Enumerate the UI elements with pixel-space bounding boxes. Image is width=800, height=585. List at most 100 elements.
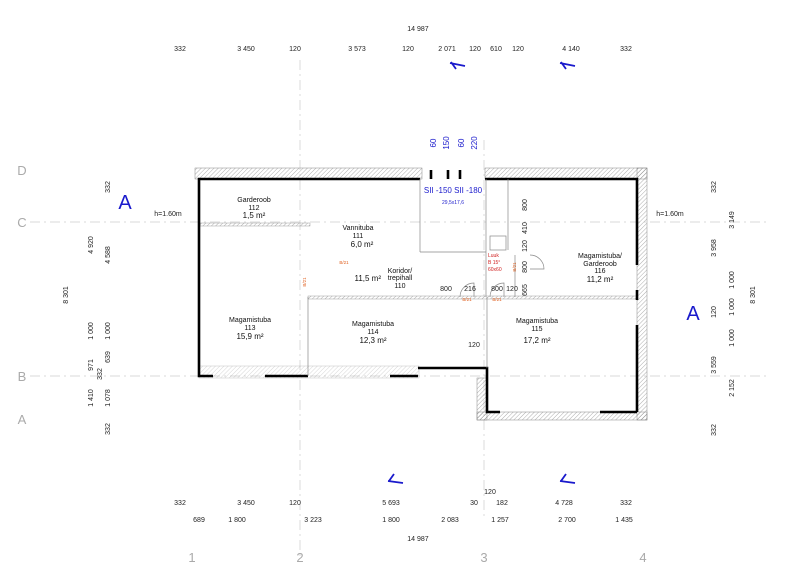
- room-name: Magamistuba/: [578, 253, 622, 260]
- room-name: Magamistuba: [516, 318, 558, 325]
- window-dimensions: 60 150 60 220 SII -150 SII -180 29,5x17,…: [424, 136, 483, 206]
- dim: 3 559: [711, 356, 718, 374]
- grid-row-labels: D C B A 1 2 3 4: [17, 163, 646, 565]
- dim: 800: [440, 286, 452, 293]
- room-number: 116: [594, 268, 605, 275]
- height-label: h=1.60m: [656, 211, 684, 218]
- door-swing: [529, 254, 545, 270]
- dim: 410: [522, 222, 529, 234]
- room-number: 112: [248, 205, 259, 212]
- room-name: Magamistuba: [229, 317, 271, 324]
- dim: 1 000: [88, 322, 95, 340]
- door-swing: [459, 282, 475, 298]
- section-arrow-icon: [449, 61, 466, 70]
- grid-label-d: D: [17, 163, 26, 178]
- dim: 3 958: [711, 239, 718, 257]
- room-number: 114: [367, 329, 378, 336]
- dim: 60: [429, 138, 438, 147]
- dim: 220: [470, 136, 479, 150]
- grid-label-1: 1: [188, 550, 195, 565]
- dim: 182: [496, 500, 508, 507]
- dim: 2 152: [729, 379, 736, 397]
- dim: 3 149: [729, 211, 736, 229]
- room-area: 12,3 m²: [359, 336, 386, 345]
- dim: 4 920: [88, 236, 95, 254]
- door-tag: B/21: [492, 297, 502, 302]
- room-name: Vannituba: [342, 225, 373, 232]
- dim: 2 071: [438, 46, 456, 53]
- room-116: Magamistuba/ Garderoob 116 11,2 m²: [578, 253, 622, 284]
- dim: 120: [402, 46, 414, 53]
- room-114: Magamistuba 114 12,3 m²: [352, 321, 394, 345]
- dim: 120: [512, 46, 524, 53]
- dim: 120: [484, 489, 496, 496]
- door-tag: B/21: [302, 277, 307, 287]
- dim: 8 301: [750, 286, 757, 304]
- dim: 1 078: [105, 389, 112, 407]
- dim: 150: [442, 136, 451, 150]
- window-size: 29,5x17,6: [442, 200, 464, 206]
- dim: 332: [97, 368, 104, 380]
- room-name: Garderoob: [583, 261, 617, 268]
- dim: 120: [289, 46, 301, 53]
- chimney: [489, 235, 507, 251]
- dim: 610: [490, 46, 502, 53]
- room-name: Koridor/: [388, 268, 413, 275]
- dim: 1 000: [105, 322, 112, 340]
- dim: 332: [174, 46, 186, 53]
- room-area: 11,5 m²: [354, 274, 381, 283]
- note: B 15°: [488, 260, 500, 266]
- dim: 30: [470, 500, 478, 507]
- dim: 332: [174, 500, 186, 507]
- section-mark-a-left: A: [118, 192, 132, 214]
- dim: 1 800: [382, 517, 400, 524]
- dim: 332: [711, 424, 718, 436]
- dim: 332: [711, 181, 718, 193]
- dim: 4 140: [562, 46, 580, 53]
- dim: 5 693: [382, 500, 400, 507]
- grid-label-2: 2: [296, 550, 303, 565]
- dim: 1 800: [228, 517, 246, 524]
- dim: 332: [105, 181, 112, 193]
- total-width-bottom: 14 987: [407, 536, 429, 543]
- door-tag: B/21: [339, 260, 349, 265]
- dim: 1 257: [491, 517, 509, 524]
- dim: 2 700: [558, 517, 576, 524]
- height-label: h=1.60m: [154, 211, 182, 218]
- section-arrow-icon: [559, 61, 576, 70]
- room-113: Magamistuba 113 15,9 m²: [229, 317, 271, 341]
- dim: 1 000: [729, 329, 736, 347]
- wall-insulation: [194, 167, 648, 421]
- dim: 120: [522, 240, 529, 252]
- section-mark-a-right: A: [686, 303, 700, 325]
- top-dimensions: 14 987 332 3 450 120 3 573 120 2 071 120…: [174, 26, 632, 53]
- bottom-dimensions: 332 3 450 120 5 693 30 120 182 4 728 332…: [174, 489, 633, 543]
- dim: 800: [522, 261, 529, 273]
- dim: 216: [464, 286, 476, 293]
- room-name: trepihall: [388, 275, 413, 282]
- grid-label-4: 4: [639, 550, 646, 565]
- room-name: Garderoob: [237, 197, 271, 204]
- dim: 3 223: [304, 517, 322, 524]
- room-115: Magamistuba 115 17,2 m²: [516, 318, 558, 345]
- left-dimensions: 332 4 920 4 588 8 301 1 000 1 000 971 63…: [63, 181, 112, 435]
- dim: 332: [105, 423, 112, 435]
- interior-dimensions: 800 410 120 800 665 800 216 800 120 120: [440, 199, 529, 349]
- door-tag: B/21: [462, 297, 472, 302]
- room-110: Koridor/ trepihall 110 11,5 m²: [354, 268, 412, 290]
- dim: 120: [469, 46, 481, 53]
- dim: 332: [620, 500, 632, 507]
- dim: 689: [193, 517, 205, 524]
- right-dimensions: 332 3 149 3 958 1 000 8 301 120 1 000 1 …: [711, 181, 757, 436]
- grid-label-3: 3: [480, 550, 487, 565]
- dim: 3 450: [237, 46, 255, 53]
- dim: 800: [522, 199, 529, 211]
- section-markers: A A: [118, 61, 700, 484]
- dim: 120: [289, 500, 301, 507]
- room-112: Garderoob 112 1,5 m²: [237, 197, 271, 220]
- dim: 4 588: [105, 246, 112, 264]
- section-arrow-icon: [387, 473, 404, 484]
- room-number: 111: [353, 233, 364, 240]
- dim: 120: [711, 306, 718, 318]
